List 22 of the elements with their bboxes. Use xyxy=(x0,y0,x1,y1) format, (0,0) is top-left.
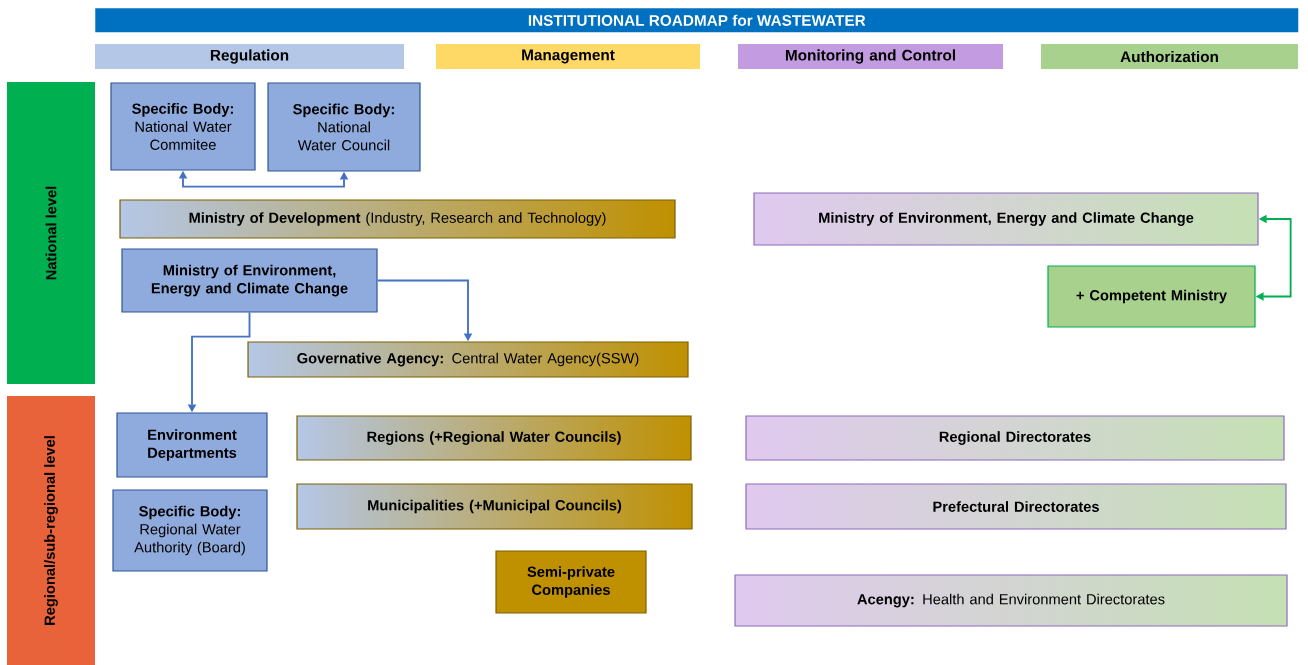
org-box: Specific Body: National Water Council xyxy=(267,82,421,172)
org-box: Semi-private Companies xyxy=(495,550,647,614)
row-band: Regional/sub-regional level xyxy=(7,396,95,665)
org-box: Regions (+Regional Water Councils) xyxy=(296,415,692,461)
org-box: Environment Departments xyxy=(116,412,268,478)
column-header: Authorization xyxy=(1041,44,1298,69)
org-box: Ministry of Environment, Energy and Climate Change xyxy=(753,192,1259,246)
org-box: Acengy: Health and Environment Directorates xyxy=(734,574,1288,627)
title-band: INSTITUTIONAL ROADMAP for WASTEWATER xyxy=(95,8,1299,33)
org-box: Municipalities (+Municipal Councils) xyxy=(296,483,693,530)
org-box: Prefectural Directorates xyxy=(745,483,1287,530)
org-box: Ministry of Environment, Energy and Climate Change xyxy=(121,248,378,313)
org-box: Specific Body: Regional Water Authority (Board) xyxy=(112,489,268,572)
org-box: + Competent Ministry xyxy=(1047,265,1256,328)
org-box: Specific Body: National Water Commitee xyxy=(110,82,256,171)
column-header: Monitoring and Control xyxy=(738,44,1003,69)
column-header: Management xyxy=(436,44,700,69)
column-header: Regulation xyxy=(95,44,404,69)
org-box: Ministry of Development (Industry, Research and Technology) xyxy=(119,199,676,239)
row-band: National level xyxy=(7,82,95,384)
org-box: Governative Agency: Central Water Agency(SSW) xyxy=(247,341,689,378)
org-box: Regional Directorates xyxy=(745,415,1285,461)
